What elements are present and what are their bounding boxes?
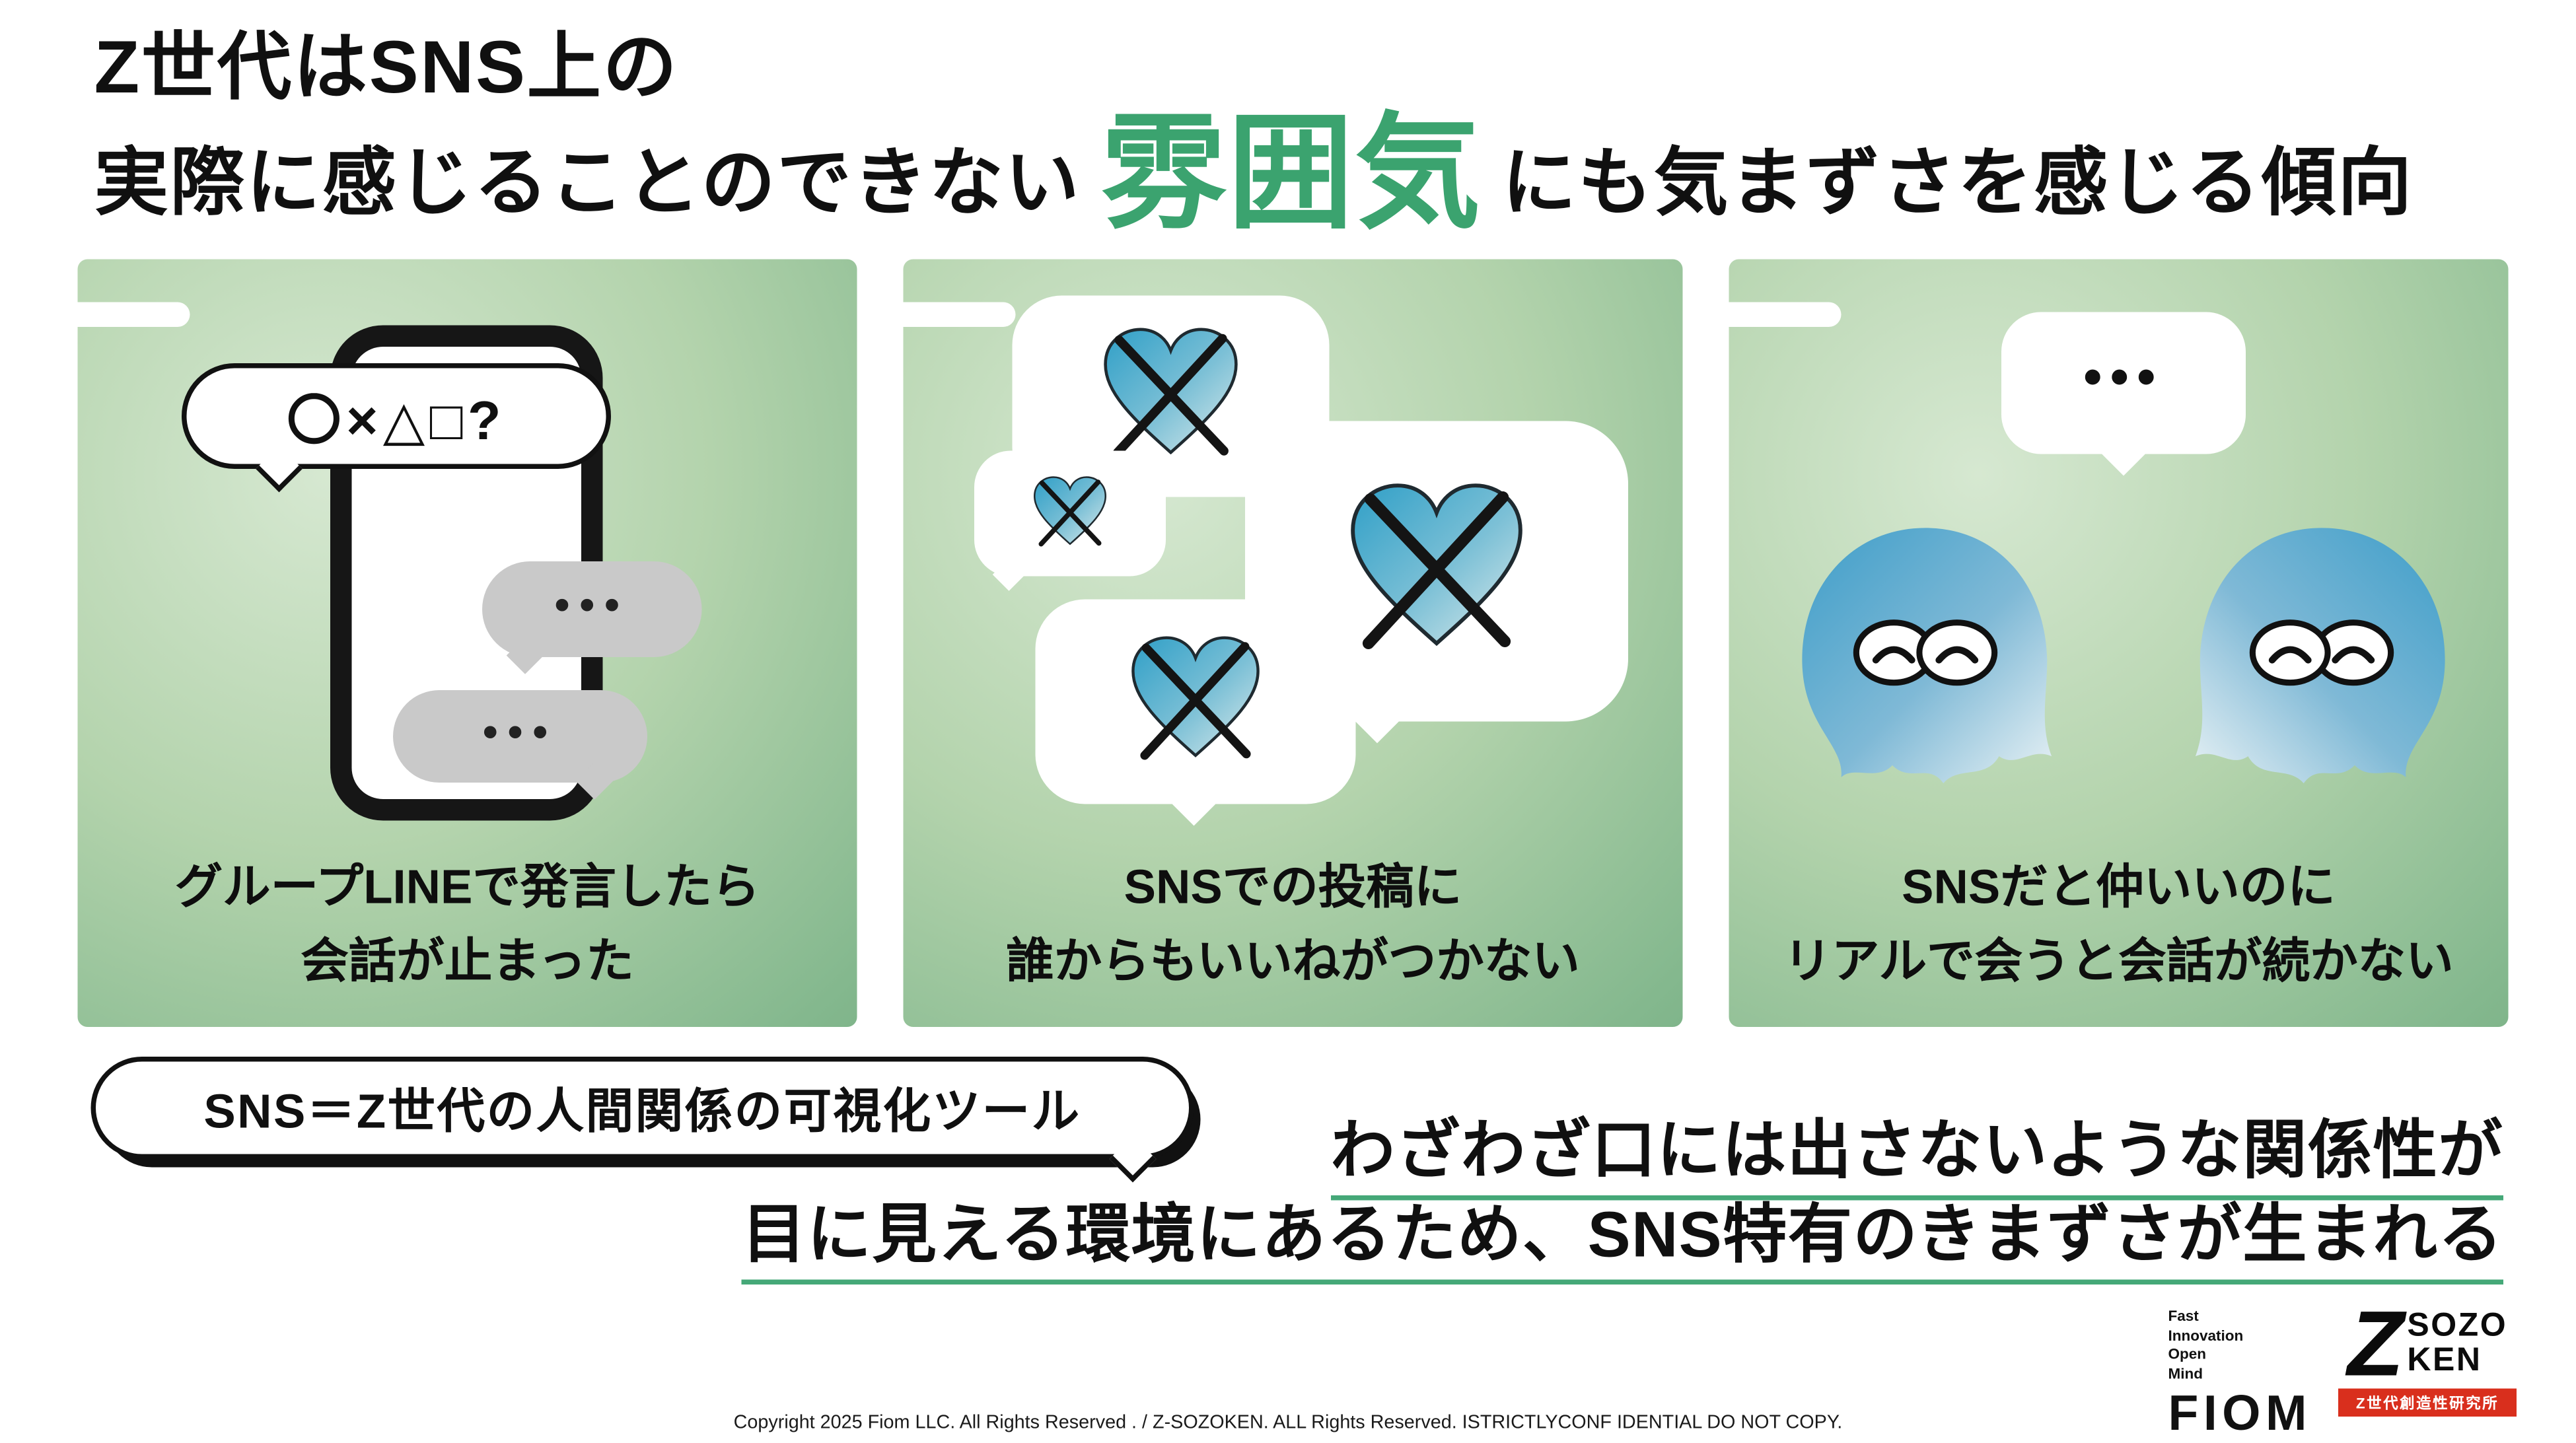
panel-caption-line2: 会話が止まった (301, 936, 634, 989)
panel-caption-line2: 誰からもいいねがつかない (1006, 936, 1580, 989)
panel-caption-line1: グループLINEで発言したら (174, 862, 760, 915)
panel-caption: グループLINEで発言したら 会話が止まった (78, 852, 857, 1001)
panel-no-likes: SNSでの投稿に 誰からもいいねがつかない (903, 259, 1683, 1027)
crossed-heart-icon (1131, 636, 1260, 760)
silence-bubble: ••• (2001, 312, 2246, 476)
typing-bubble-2: ••• (393, 690, 647, 800)
panel-caption-line1: SNSだと仲いいのに (1902, 862, 2336, 915)
crossed-heart-icon (1351, 483, 1522, 649)
typing-bubble-1: ••• (482, 561, 702, 674)
sozoken-z-mark: Z (2347, 1291, 2404, 1395)
sozoken-logo-top: Z SOZO KEN (2338, 1291, 2517, 1395)
conclusion-text: わざわざ口には出さないような関係性が 目に見える環境にあるため、SNS特有のきま… (741, 1116, 2503, 1285)
bubble-tail (992, 558, 1026, 591)
ghost-character-left (1802, 528, 2052, 784)
page-title: Z世代はSNS上の 実際に感じることのできない雰囲気にも気まずさを感じる傾向 (94, 23, 2414, 244)
crossed-heart-icon (1104, 328, 1238, 457)
sns-definition-text: SNS＝Z世代の人間関係の可視化ツール (203, 1086, 1081, 1139)
fiom-word: Fast (2168, 1308, 2199, 1324)
fiom-logo: Fast Innovation Open Mind FIOM (2168, 1308, 2312, 1442)
panel-caption-line1: SNSでの投稿に (1124, 862, 1462, 915)
speech-bubble-symbols-text: 〇×△□? (287, 390, 506, 451)
panel-caption: SNSでの投稿に 誰からもいいねがつかない (904, 852, 1683, 1001)
like-bubble-bottom (1035, 599, 1356, 826)
conclusion-line1: わざわざ口には出さないような関係性が (1330, 1116, 2503, 1201)
ellipsis-dots: ••• (554, 579, 629, 629)
sozoken-word-sozo: SOZO (2407, 1308, 2508, 1345)
fiom-word: Mind (2168, 1365, 2203, 1382)
sozoken-word-ken: KEN (2407, 1342, 2482, 1379)
conclusion-line2-text: 目に見える環境にあるため、SNS特有のきまずさが生まれる (741, 1200, 2503, 1285)
bubble-tail (1170, 779, 1217, 826)
ellipsis-dots: ••• (2083, 347, 2164, 406)
panel-caption-line2: リアルで会うと会話が続かない (1783, 936, 2454, 989)
title-line1: Z世代はSNS上の (94, 24, 679, 110)
panel-notch (77, 302, 190, 327)
fiom-wordmark: FIOM (2168, 1386, 2312, 1441)
fiom-word: Open (2168, 1346, 2207, 1363)
fiom-word: Innovation (2168, 1327, 2244, 1344)
ghost-character-right (2195, 528, 2445, 784)
fiom-logo-words: Fast Innovation Open Mind (2168, 1308, 2312, 1385)
conclusion-line2: 目に見える環境にあるため、SNS特有のきまずさが生まれる (741, 1200, 2503, 1285)
title-line2-pre: 実際に感じることのできない (94, 139, 1081, 224)
sozoken-subtitle-badge: Z世代創造性研究所 (2338, 1389, 2517, 1417)
title-line2-post: にも気まずさを感じる傾向 (1501, 139, 2414, 224)
panel-group-line: 〇×△□? ••• ••• グループLINEで発言したら 会話が止まった (77, 259, 857, 1027)
sns-definition-callout: SNS＝Z世代の人間関係の可視化ツール (90, 1057, 1194, 1183)
ellipsis-dots: ••• (482, 707, 558, 756)
conclusion-line1-text: わざわざ口には出さないような関係性が (1330, 1116, 2503, 1201)
sozoken-logo: Z SOZO KEN Z世代創造性研究所 (2338, 1291, 2517, 1417)
bubble-tail (1353, 696, 1401, 744)
title-highlight-word: 雰囲気 (1100, 104, 1482, 244)
sozoken-wordmark: SOZO KEN (2407, 1308, 2508, 1379)
bubble-tail (2100, 429, 2147, 476)
title-line2: 実際に感じることのできない雰囲気にも気まずさを感じる傾向 (94, 104, 2414, 244)
like-bubble-left (974, 450, 1166, 591)
panel-notch (1729, 302, 1842, 327)
crossed-heart-icon (1033, 476, 1107, 547)
speech-bubble-symbols: 〇×△□? (182, 363, 611, 493)
copyright-text: Copyright 2025 Fiom LLC. All Rights Rese… (733, 1413, 1843, 1433)
panel-caption: SNSだと仲いいのに リアルで会うと会話が続かない (1729, 852, 2509, 1001)
panel-irl-awkward: ••• SNSだと仲いいのに リアルで会うと会話が続かない (1729, 259, 2509, 1027)
panel-notch (903, 302, 1016, 327)
